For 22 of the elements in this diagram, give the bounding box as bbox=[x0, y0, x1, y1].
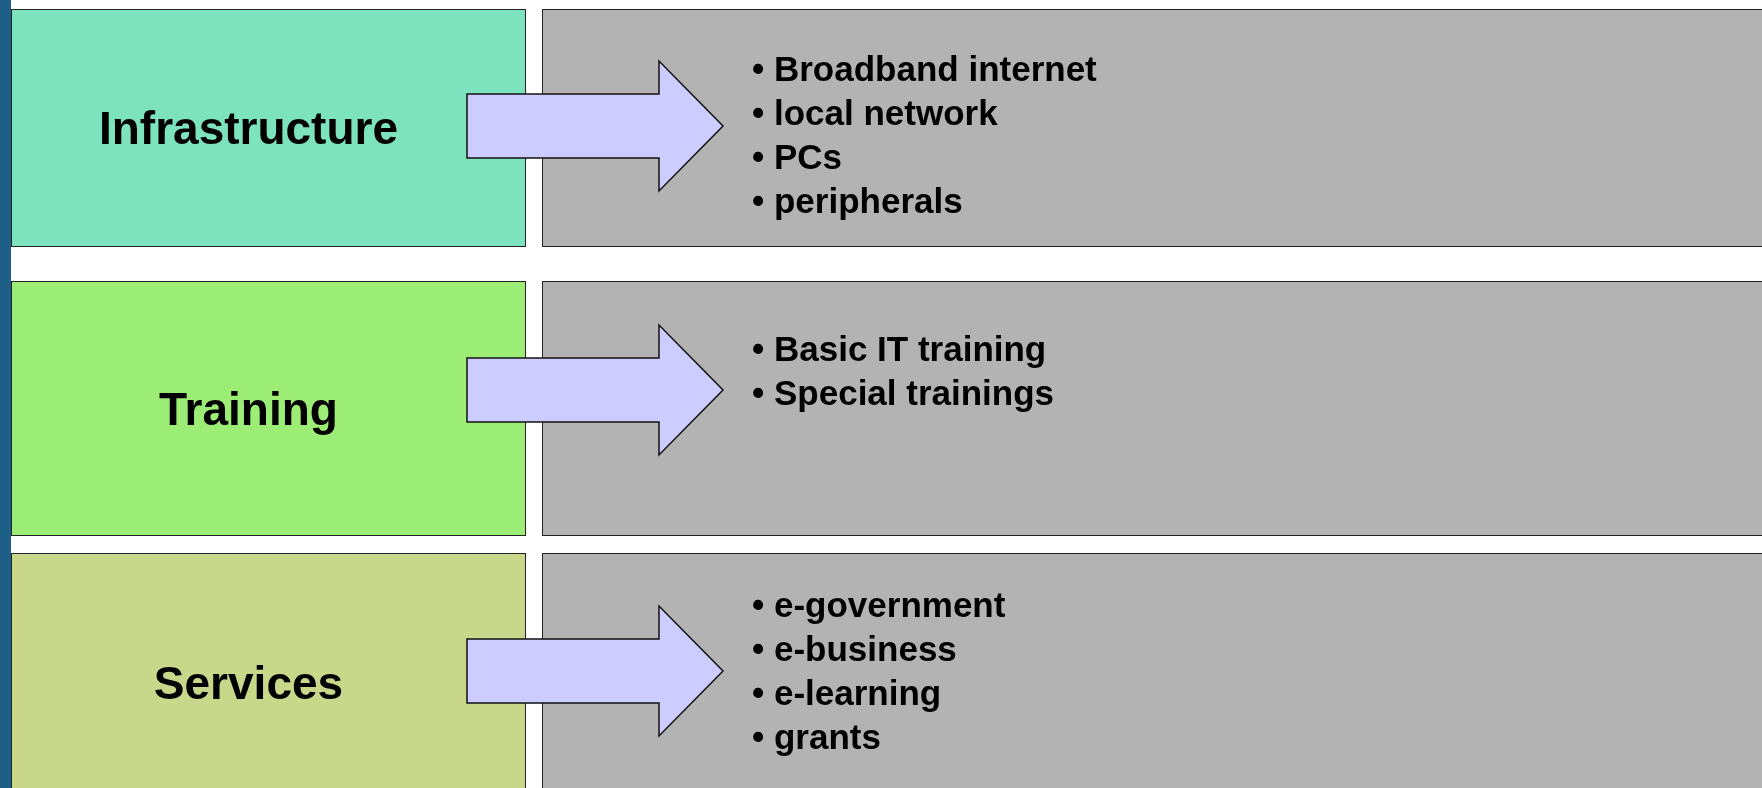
category-label: Training bbox=[158, 381, 339, 436]
bullet-item: • e-government bbox=[752, 584, 1006, 626]
bullet-item: • grants bbox=[752, 716, 882, 758]
bullet-item: • e-learning bbox=[752, 672, 943, 714]
content-box bbox=[542, 553, 1762, 788]
block-arrow bbox=[466, 59, 725, 193]
category-label: Services bbox=[152, 656, 345, 710]
category-box bbox=[11, 9, 526, 247]
bullet-item: • e-business bbox=[752, 628, 958, 670]
category-box bbox=[11, 281, 526, 536]
bullet-item: • Special trainings bbox=[752, 372, 1055, 414]
bullet-item: • local network bbox=[752, 92, 999, 134]
content-box bbox=[542, 281, 1762, 536]
category-box bbox=[11, 553, 526, 788]
bullet-item: • Broadband internet bbox=[752, 48, 1097, 90]
bullet-item: • peripherals bbox=[752, 180, 964, 222]
category-label: Infrastructure bbox=[97, 101, 400, 155]
bullet-item: • Basic IT training bbox=[752, 328, 1048, 370]
content-box bbox=[542, 9, 1762, 247]
bullet-item: • PCs bbox=[752, 136, 844, 178]
block-arrow bbox=[466, 323, 725, 457]
block-arrow bbox=[466, 604, 725, 738]
